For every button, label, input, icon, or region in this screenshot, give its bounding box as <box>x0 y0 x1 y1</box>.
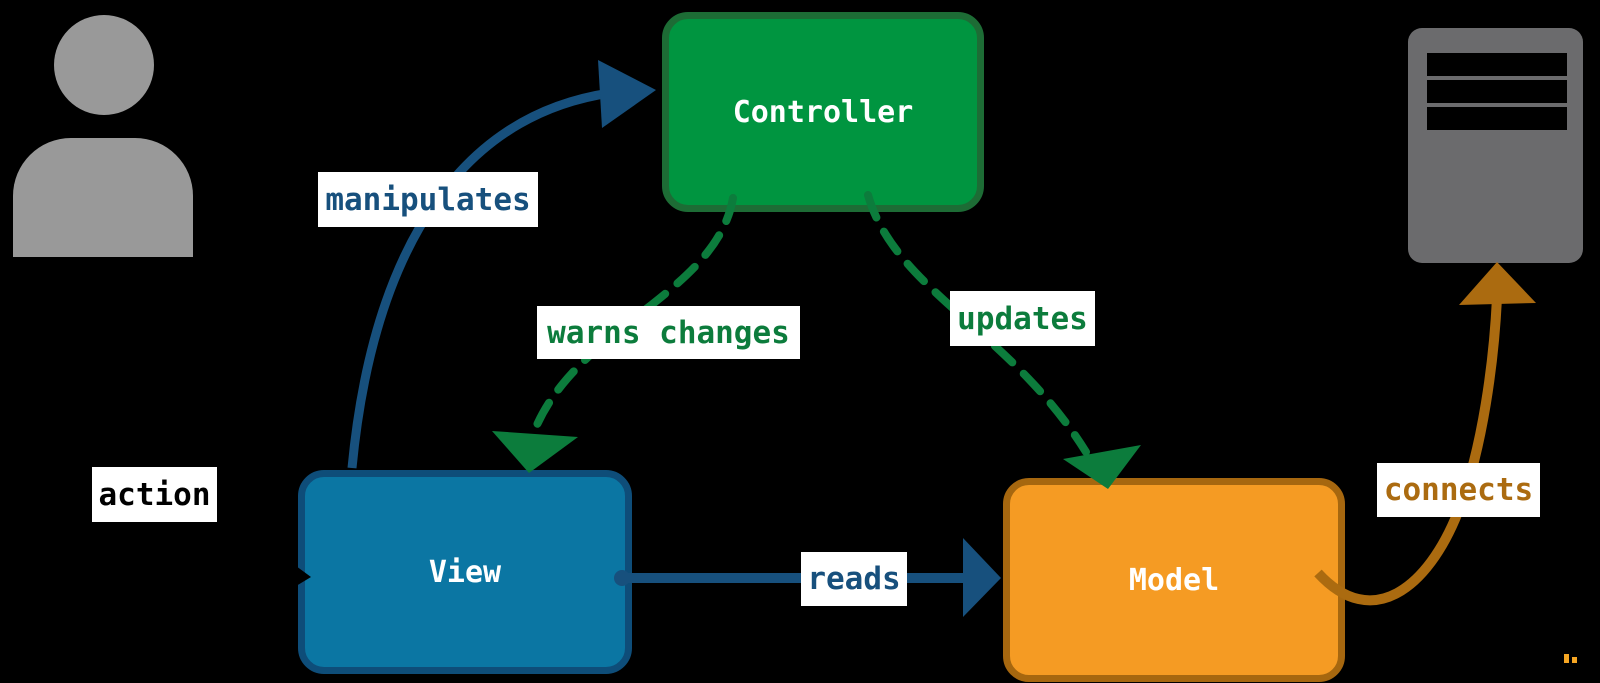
model-node: Model <box>1003 478 1345 682</box>
controller-node: Controller <box>662 12 984 212</box>
artifact-mark <box>1564 654 1569 663</box>
warns-changes-arrowhead <box>492 431 578 473</box>
person-body <box>13 138 193 395</box>
reads-label: reads <box>801 552 907 606</box>
view-node: View <box>298 470 632 674</box>
person-arm-slit <box>165 343 179 395</box>
action-label: action <box>92 467 217 522</box>
manipulates-arrowhead <box>598 60 656 128</box>
artifact-mark <box>1572 657 1577 663</box>
reads-arrowhead <box>963 538 1001 617</box>
model-label: Model <box>1128 562 1220 598</box>
server-slot <box>1427 53 1567 76</box>
connects-arrowhead <box>1459 262 1536 305</box>
server-icon <box>1408 28 1583 263</box>
person-arm-slit <box>56 343 70 395</box>
connects-label: connects <box>1377 463 1540 517</box>
action-arrow <box>146 267 295 574</box>
manipulates-arrow <box>347 88 611 469</box>
manipulates-label: manipulates <box>318 172 538 227</box>
updates-label: updates <box>950 291 1095 346</box>
server-slot <box>1427 80 1567 103</box>
person-icon <box>54 15 154 115</box>
view-label: View <box>428 554 502 590</box>
artifact-marks <box>1564 653 1580 665</box>
controller-label: Controller <box>732 94 914 130</box>
warns-changes-label: warns changes <box>537 306 800 359</box>
server-slot <box>1427 107 1567 130</box>
